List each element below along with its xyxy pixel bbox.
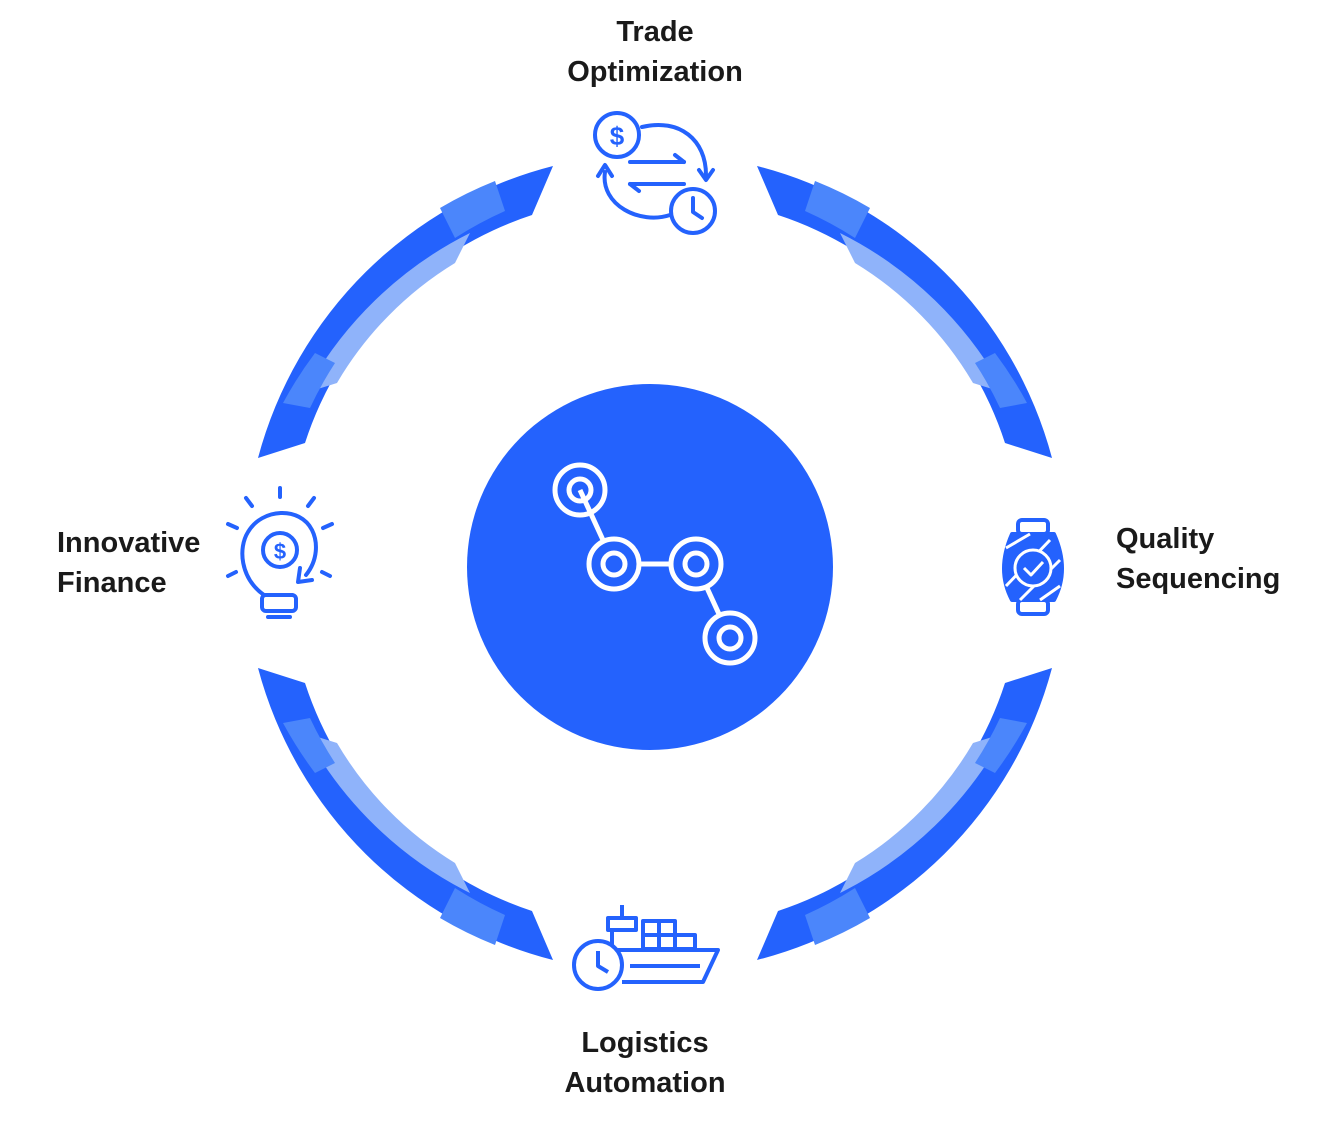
- arc-bottom-right: [757, 668, 1052, 960]
- stage-label-trade: Trade Optimization: [545, 12, 765, 92]
- process-path-icon: [552, 462, 758, 666]
- cargo-ship-clock-icon: [572, 905, 720, 991]
- arc-bottom-left: [258, 668, 553, 960]
- logistics-label-line1: Logistics: [581, 1027, 709, 1059]
- lightbulb-dollar-icon: $: [226, 486, 334, 619]
- trade-label-line2: Optimization: [567, 56, 743, 88]
- stage-label-quality: Quality Sequencing: [1116, 519, 1316, 599]
- quality-label-line2: Sequencing: [1116, 563, 1281, 595]
- finance-label-line2: Finance: [57, 567, 167, 599]
- logistics-label-line2: Automation: [564, 1067, 726, 1099]
- svg-text:$: $: [610, 121, 625, 151]
- stage-label-logistics: Logistics Automation: [535, 1023, 755, 1103]
- finance-label-line1: Innovative: [57, 527, 201, 559]
- stage-label-finance: Innovative Finance: [57, 523, 247, 603]
- quality-label-line1: Quality: [1116, 523, 1215, 555]
- svg-text:$: $: [274, 539, 286, 564]
- trade-label-line1: Trade: [616, 16, 694, 48]
- cycle-arcs: [258, 166, 1052, 960]
- arc-top-right: [757, 166, 1052, 458]
- quality-check-icon: [1002, 518, 1064, 616]
- arc-top-left: [258, 166, 553, 458]
- currency-exchange-icon: $: [593, 111, 717, 235]
- center-circle: [467, 384, 833, 750]
